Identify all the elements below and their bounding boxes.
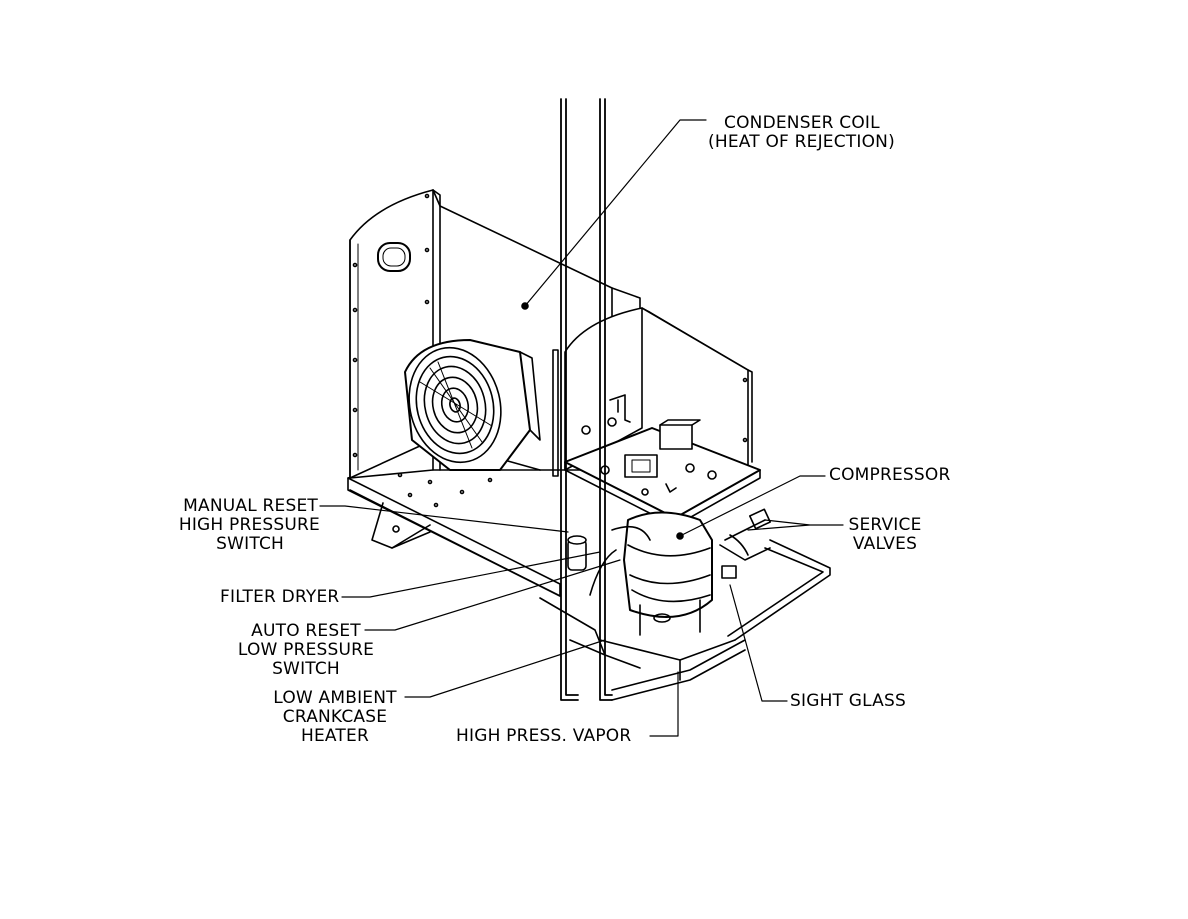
leader-filter-dryer (341, 551, 601, 598)
panel-handle-slot (377, 242, 411, 272)
line-set-tubes (560, 98, 613, 701)
sight-glass-fitting (721, 565, 737, 579)
filter-dryer-label: FILTER DRYER (220, 587, 340, 607)
compressor-label: COMPRESSOR (829, 465, 951, 485)
leader-service-valves (747, 519, 844, 531)
low-ambient-crankcase-heater-label: LOW AMBIENT CRANKCASE HEATER (273, 688, 397, 746)
leader-lines (319, 119, 844, 737)
leader-auto-reset (364, 559, 621, 631)
service-valves (719, 508, 831, 641)
leader-manual-reset (319, 505, 569, 533)
leader-condenser-coil (524, 119, 707, 307)
auto-reset-low-pressure-switch-label: AUTO RESET LOW PRESSURE SWITCH (237, 621, 375, 679)
high-press-vapor-label: HIGH PRESS. VAPOR (456, 726, 632, 746)
condenser-coil-label: CONDENSER COIL (HEAT OF REJECTION) (708, 113, 895, 152)
leader-sight-glass (729, 584, 788, 702)
fan-grille (408, 346, 502, 464)
leader-compressor (679, 475, 826, 537)
sight-glass-label: SIGHT GLASS (790, 691, 906, 711)
high-pressure-switch (567, 535, 587, 571)
relay (624, 454, 658, 478)
condenser-fan (404, 339, 541, 471)
compressor-compartment (552, 307, 753, 477)
contactor-box (659, 424, 693, 450)
manual-reset-high-pressure-switch-label: MANUAL RESET HIGH PRESSURE SWITCH (178, 496, 320, 554)
leader-high-press-vapor (649, 671, 679, 737)
leader-crankcase-heater (404, 639, 606, 698)
compressor-body (589, 511, 713, 636)
service-valves-label: SERVICE VALVES (848, 515, 922, 554)
lower-piping (599, 639, 746, 701)
